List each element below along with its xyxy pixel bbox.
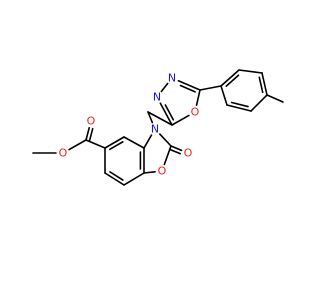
- atom-label-o-ester-methoxy: O: [59, 147, 68, 160]
- bond-t5-t6: [226, 104, 252, 112]
- bond-ch2-r1: [147, 111, 173, 126]
- bond-c2-oC2: [170, 145, 183, 152]
- bond-n3-ch2: [147, 111, 154, 124]
- bond-b3-n3: [143, 134, 153, 149]
- bond-o5-c4: [195, 89, 201, 106]
- bond-oMe-cE: [68, 139, 87, 151]
- bond-t3-t4-inner: [258, 76, 264, 94]
- bond-b1-b2-inner: [109, 141, 124, 151]
- bond-b5-b6-inner: [109, 171, 124, 181]
- bond-o1-b4: [143, 170, 156, 174]
- bond-c4-n2: [177, 79, 201, 91]
- bond-t1-t2-inner: [225, 74, 240, 87]
- bond-t2-t3: [238, 69, 263, 74]
- bond-t6-t1: [220, 85, 228, 106]
- atom-label-o-oxazolone-ring: O: [158, 165, 167, 178]
- bond-layer: [32, 69, 284, 186]
- bond-c4-t1: [199, 85, 222, 91]
- bond-t5-t6-inner: [230, 101, 249, 108]
- bond-cE-oCO-second: [88, 127, 94, 142]
- bond-n2-n1: [160, 82, 169, 93]
- bond-n1-r1: [159, 102, 173, 126]
- bond-n3-c2: [158, 133, 172, 147]
- atom-label-n-oxadiazole-1: N: [153, 91, 161, 104]
- bond-n1-r1-inner: [164, 104, 175, 121]
- atom-label-n-oxadiazole-2: N: [168, 72, 176, 85]
- bond-b2-b3: [123, 136, 145, 149]
- atom-label-o-oxazolone-carbonyl: O: [184, 147, 193, 160]
- bond-cE-b1: [85, 139, 106, 149]
- bond-c2-oC2-second: [168, 148, 181, 155]
- atom-label-n-oxazolone: N: [151, 123, 159, 136]
- bond-b4-b5: [123, 172, 145, 186]
- bond-t3-t4: [261, 72, 268, 96]
- bond-t1-t2: [220, 69, 240, 87]
- bond-b5-b6: [104, 172, 125, 186]
- atom-label-o-ester-carbonyl: O: [87, 115, 96, 128]
- bond-t4-me2: [266, 94, 284, 103]
- bond-c4-n2-inner: [179, 84, 196, 93]
- bond-t4-t5: [250, 94, 268, 112]
- bond-r1-o5: [171, 114, 190, 126]
- bond-cE-oCO: [85, 126, 91, 141]
- bond-b1-b2: [104, 136, 125, 149]
- atom-label-o-oxadiazole-ring: O: [191, 106, 200, 119]
